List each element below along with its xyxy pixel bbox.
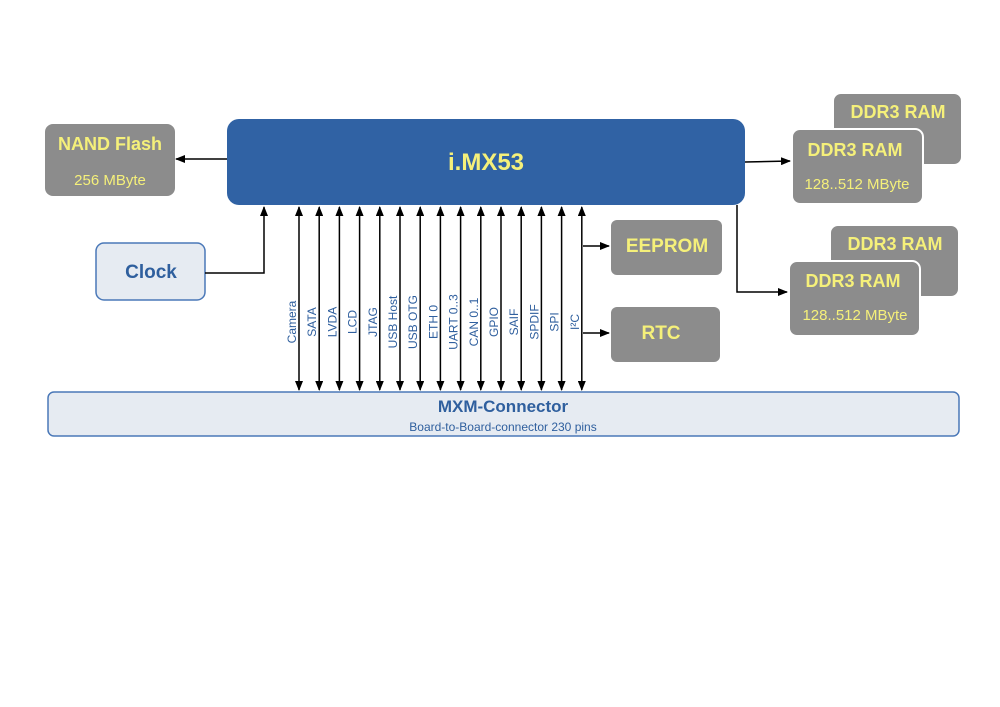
signal-label: SAIF xyxy=(507,309,521,336)
cpu-to-ram-top-arrow xyxy=(744,157,791,166)
cpu-to-ram-bottom-arrow xyxy=(736,205,788,296)
clock-to-cpu-arrow xyxy=(205,206,268,274)
signal-label: CAN 0..1 xyxy=(467,297,481,346)
signal-label: LCD xyxy=(346,310,360,334)
signal-label: USB OTG xyxy=(406,295,420,349)
ram-top-back-title: DDR3 RAM xyxy=(850,102,945,122)
signal-label: GPIO xyxy=(487,307,501,337)
ram-top-front xyxy=(791,128,924,205)
signal-label: ETH 0 xyxy=(426,305,440,339)
connector-title: MXM-Connector xyxy=(438,397,569,416)
signal-label: USB Host xyxy=(386,295,400,348)
ram-bottom-front xyxy=(788,260,921,337)
signal-label: I²C xyxy=(568,314,582,330)
signal-label: UART 0..3 xyxy=(447,294,461,350)
ram-bottom-group: DDR3 RAM DDR3 RAM 128..512 MByte xyxy=(788,224,960,337)
rtc-title: RTC xyxy=(641,323,680,344)
nand-size: 256 MByte xyxy=(74,172,146,189)
cpu-title: i.MX53 xyxy=(448,149,524,176)
signal-bus: Camera SATA LVDA LCD JTAG USB Host USB OTG ETH … xyxy=(285,206,586,391)
ram-bottom-size: 128..512 MByte xyxy=(802,307,907,324)
signal-label: Camera xyxy=(285,300,299,343)
signal-label: SPI xyxy=(548,312,562,331)
ram-top-size: 128..512 MByte xyxy=(804,176,909,193)
signal-label: SPDIF xyxy=(527,304,541,339)
clock-block: Clock xyxy=(95,242,206,301)
rtc-block: RTC xyxy=(611,307,720,362)
signal-label: JTAG xyxy=(366,307,380,337)
nand-flash-block: NAND Flash 256 MByte xyxy=(45,124,175,196)
signal-label: LVDA xyxy=(325,307,339,337)
ram-top-group: DDR3 RAM DDR3 RAM 128..512 MByte xyxy=(791,92,963,205)
mxm-connector: MXM-Connector Board-to-Board-connector 2… xyxy=(47,391,960,437)
ram-top-front-title: DDR3 RAM xyxy=(807,140,902,160)
eeprom-title: EEPROM xyxy=(626,236,708,257)
signal-label: SATA xyxy=(305,307,319,337)
cpu-block: i.MX53 xyxy=(227,119,745,205)
clock-title: Clock xyxy=(125,262,177,283)
eeprom-block: EEPROM xyxy=(611,220,722,275)
connector-subtitle: Board-to-Board-connector 230 pins xyxy=(409,420,596,434)
ram-bottom-front-title: DDR3 RAM xyxy=(805,271,900,291)
ram-bottom-back-title: DDR3 RAM xyxy=(847,234,942,254)
nand-title: NAND Flash xyxy=(58,134,162,154)
